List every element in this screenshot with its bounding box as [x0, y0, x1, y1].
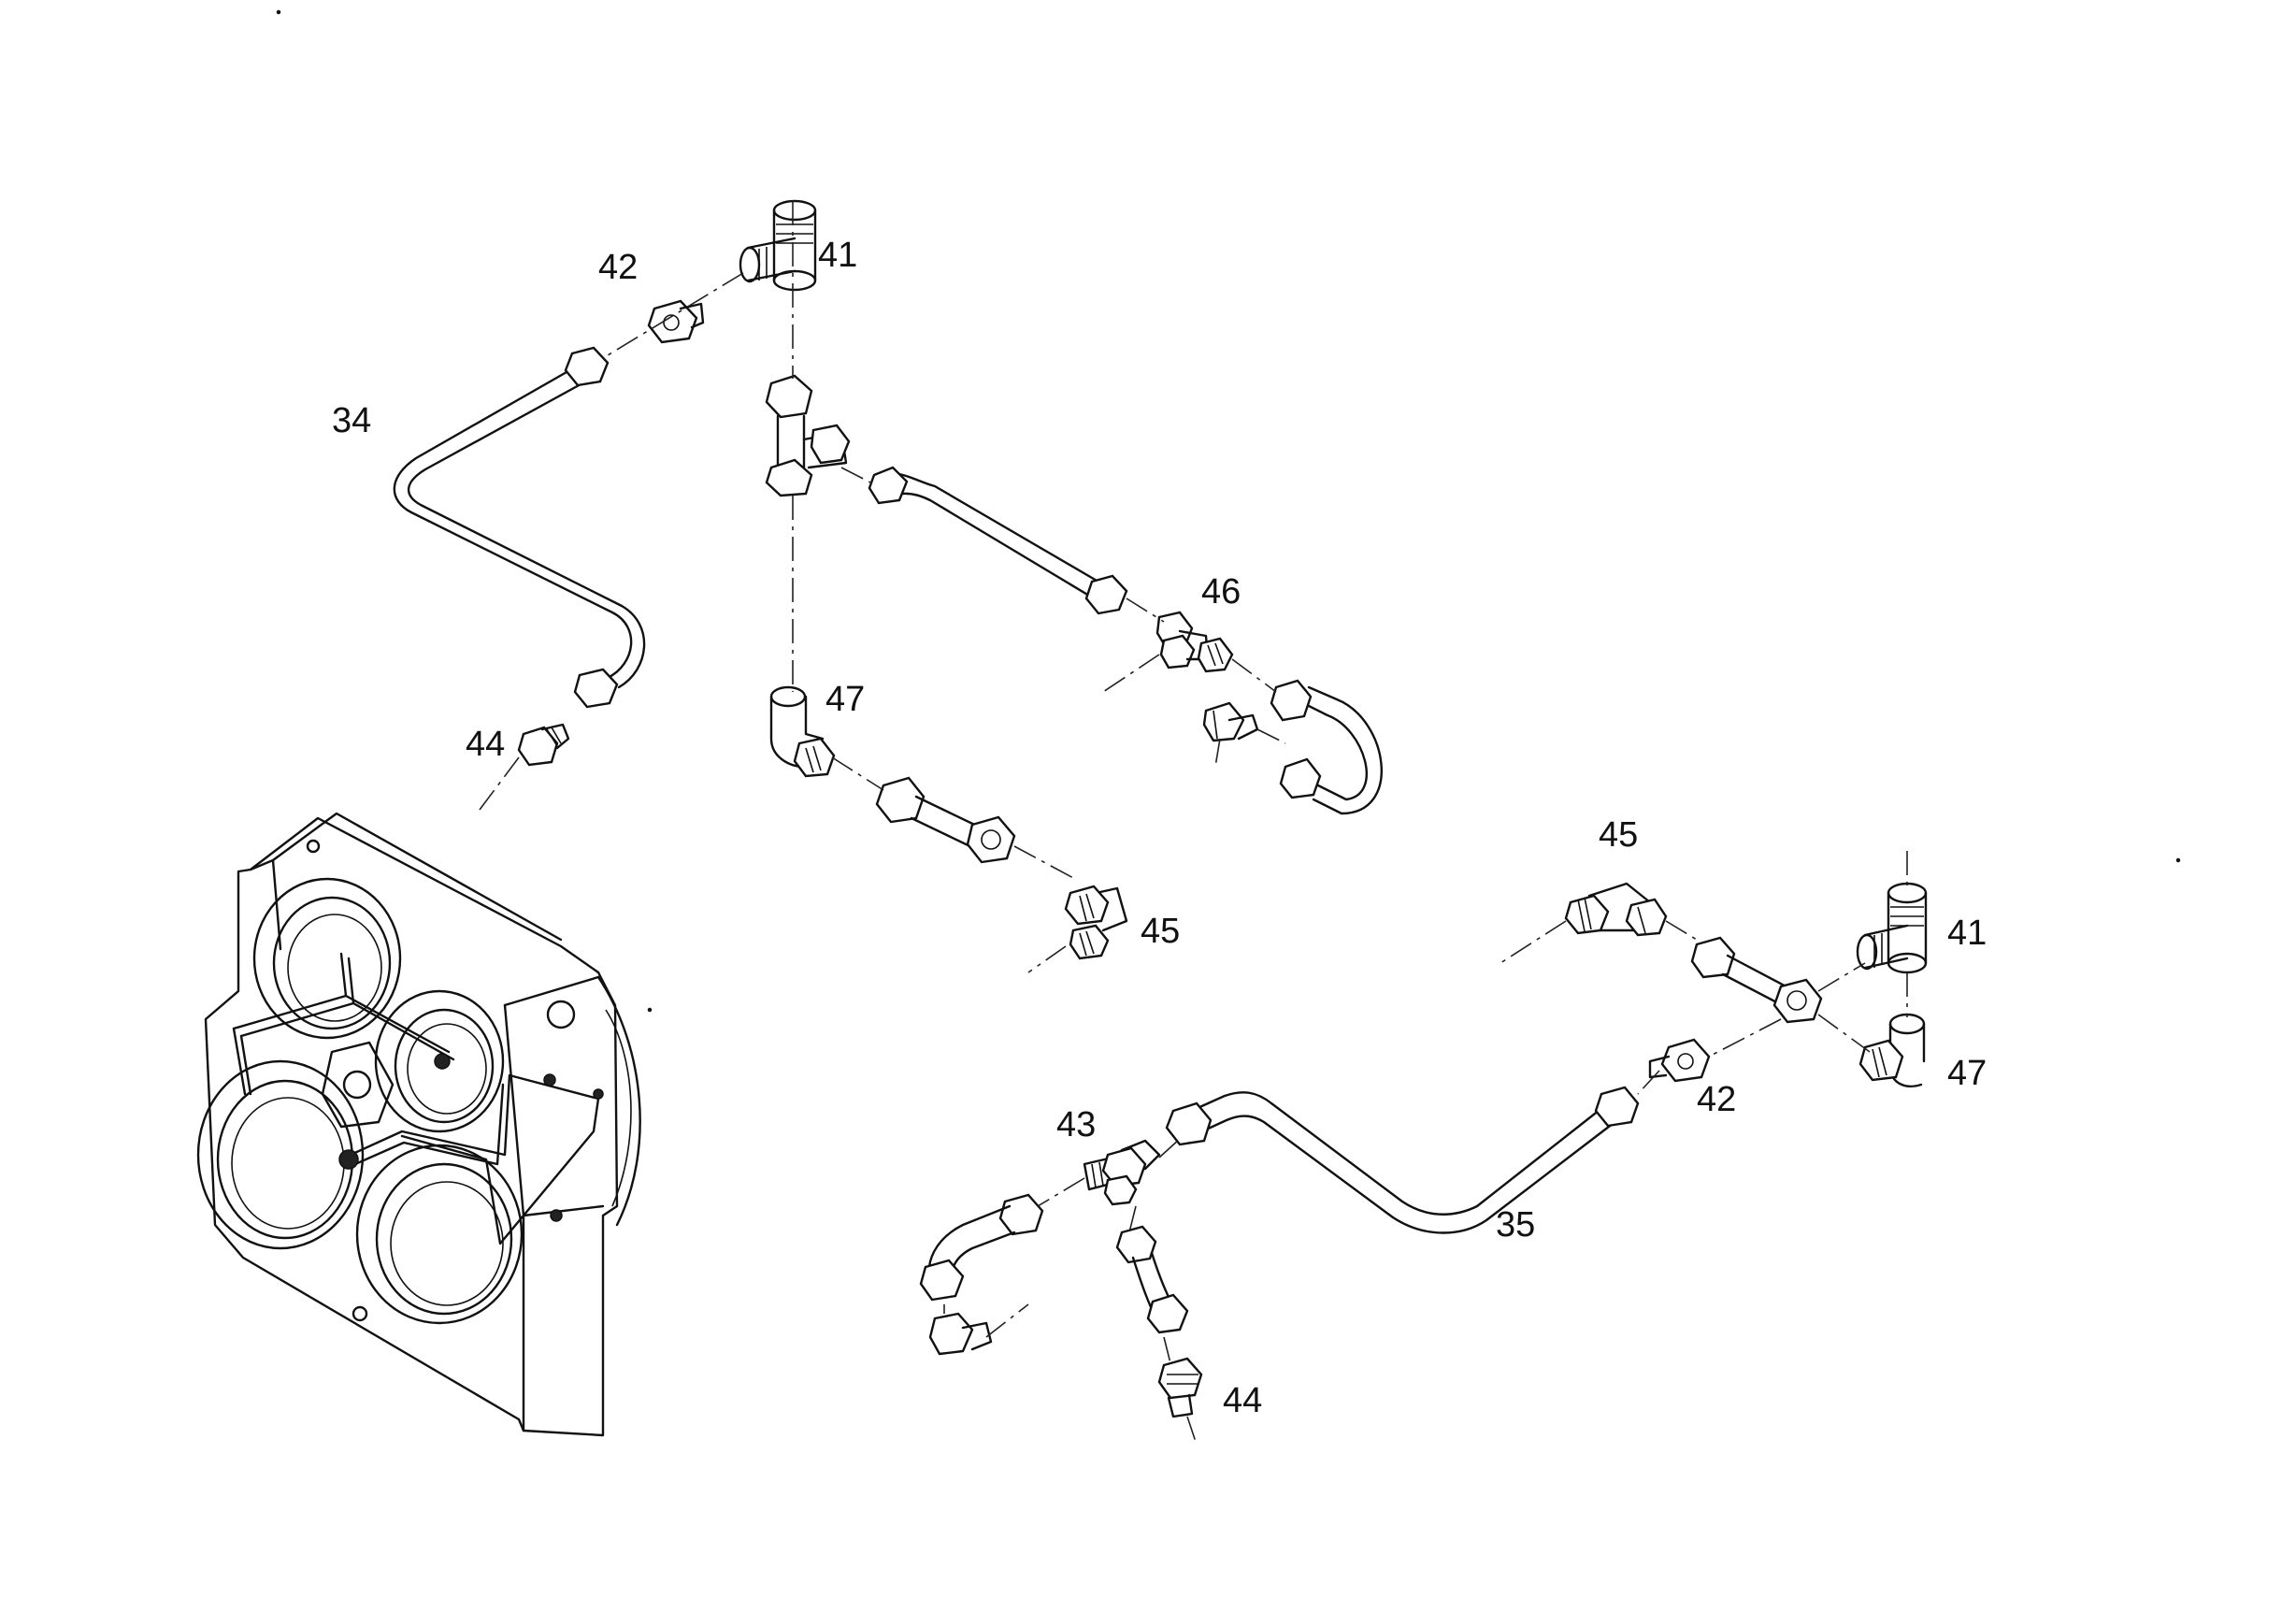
callout-43: 43 — [1056, 1105, 1096, 1144]
housing-internal-pipes — [232, 952, 604, 1245]
tee-fitting-41-upper — [739, 199, 817, 292]
pipe-to-46 — [868, 466, 1128, 615]
bore-upper-right — [374, 989, 505, 1133]
fitting-44-upper — [517, 723, 570, 767]
tee-fitting-41-right — [1856, 882, 1928, 974]
speck — [276, 9, 281, 15]
callout-labels: 34 42 41 46 47 44 45 45 41 47 42 43 35 4… — [332, 236, 1987, 1420]
callout-44-upper: 44 — [466, 725, 505, 764]
callout-47-right: 47 — [1947, 1054, 1987, 1093]
u-bend-pipe — [1270, 679, 1383, 815]
callout-34: 34 — [332, 401, 371, 440]
callout-47-upper: 47 — [825, 680, 865, 719]
callout-45-right: 45 — [1599, 815, 1638, 855]
bent-pipe-left — [919, 1193, 1044, 1356]
callout-35: 35 — [1496, 1205, 1535, 1245]
pipe-34-nut-bottom — [573, 668, 619, 709]
bore-lower-left — [196, 1059, 365, 1250]
tee-fitting-46 — [1155, 611, 1234, 673]
fitting-42-right — [1648, 1038, 1711, 1083]
callout-41-right: 41 — [1947, 914, 1987, 953]
bore-upper-left — [252, 877, 402, 1040]
callout-46: 46 — [1201, 572, 1241, 612]
elbow-fitting-45-right — [1564, 882, 1668, 937]
callout-45-upper: 45 — [1141, 912, 1180, 951]
pipe-34-nut-top — [564, 346, 610, 387]
small-elbow — [1202, 701, 1259, 742]
pipe-34 — [393, 346, 646, 709]
callout-42-right: 42 — [1697, 1080, 1736, 1119]
callout-42-upper: 42 — [598, 248, 638, 287]
speck — [647, 1007, 653, 1013]
center-lines — [476, 201, 1908, 1446]
fitting-44-lower — [1157, 1357, 1203, 1418]
callout-41-upper: 41 — [818, 236, 857, 275]
center-flange — [321, 1041, 395, 1129]
tee-fitting-mid — [765, 374, 851, 497]
elbow-fitting-47-upper — [769, 685, 836, 778]
tee-fitting-43 — [1083, 1139, 1161, 1206]
callout-44-lower: 44 — [1223, 1381, 1262, 1420]
straight-pipe-with-nuts — [875, 776, 1016, 864]
fitting-42-upper — [647, 299, 705, 344]
pipe-35 — [1165, 1086, 1640, 1234]
speck — [2175, 857, 2181, 863]
bent-pipe-down — [1115, 1225, 1189, 1334]
elbow-fitting-45-upper — [1064, 885, 1128, 960]
elbow-fitting-47-right — [1858, 1013, 1926, 1087]
gearbox-housing — [196, 812, 641, 1437]
bore-lower-right — [355, 1144, 524, 1325]
right-straight-pipe — [1690, 936, 1823, 1024]
